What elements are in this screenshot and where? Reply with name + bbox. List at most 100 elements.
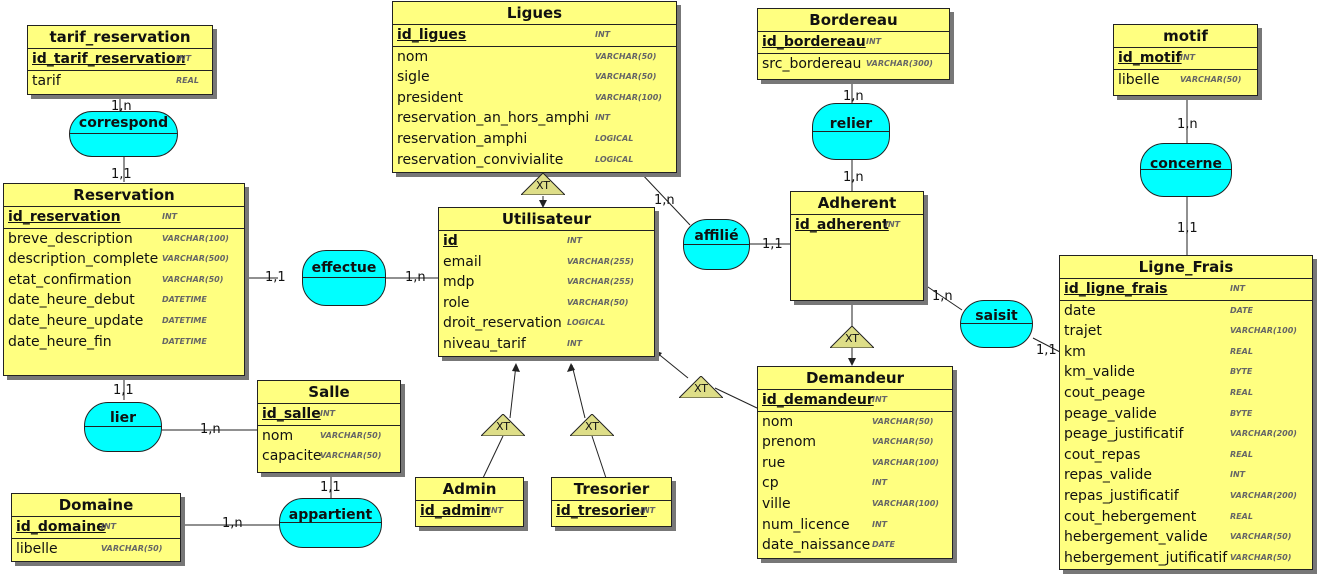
attribute-type: INT [567, 338, 583, 348]
cardinality: 1,n [654, 193, 675, 208]
attribute-type: VARCHAR(50) [595, 72, 657, 82]
attribute-type: LOGICAL [595, 154, 634, 164]
attribute-name: id_ligues [397, 27, 467, 43]
attribute-name: libelle [1118, 71, 1160, 88]
attribute-type: LOGICAL [595, 133, 634, 143]
attribute-name: capacite [262, 448, 322, 465]
xt-adherent-triangle: XT [828, 325, 876, 349]
relation-correspond[interactable]: correspond [69, 111, 178, 157]
cardinality: 1,n [843, 170, 864, 185]
attribute-type: INT [101, 522, 117, 531]
relation-label: affilié [684, 220, 749, 245]
relation-appartient[interactable]: appartient [279, 498, 382, 548]
attribute-name: src_bordereau [762, 55, 862, 72]
xt-demandeur-triangle: XT [677, 375, 725, 399]
attribute-name: etat_confirmation [8, 271, 132, 288]
attribute-type: VARCHAR(50) [1180, 74, 1242, 84]
cardinality: 1,1 [113, 383, 134, 398]
relation-concerne[interactable]: concerne [1140, 143, 1232, 197]
attribute-name: nom [397, 48, 429, 65]
attribute-name: role [443, 294, 470, 311]
attribute-name: ville [762, 495, 791, 512]
attribute-name: id_tresorier [556, 503, 647, 519]
attribute-name: id_motif [1118, 50, 1182, 66]
attribute-name: breve_description [8, 230, 133, 247]
entity-title: Demandeur [758, 367, 952, 390]
relation-affilie[interactable]: affilié [683, 219, 750, 270]
entity-title: Salle [258, 381, 400, 404]
entity-title: Reservation [4, 184, 244, 207]
attribute-row: libelle VARCHAR(50) [1114, 68, 1257, 91]
relation-effectue[interactable]: effectue [302, 250, 386, 306]
relation-label: effectue [303, 251, 385, 278]
xt-admin-triangle: XT [479, 413, 527, 437]
relation-saisit[interactable]: saisit [960, 300, 1033, 348]
attribute-type: VARCHAR(50) [162, 274, 224, 284]
xt-label: XT [693, 382, 709, 395]
entity-title: Domaine [12, 494, 180, 517]
attribute-name: date [1064, 302, 1096, 319]
attribute-type: INT [885, 220, 901, 229]
cardinality: 1,1 [1036, 343, 1057, 358]
entity-title: motif [1114, 25, 1257, 48]
xt-label: XT [535, 179, 551, 192]
attribute-name: peage_justificatif [1064, 426, 1184, 443]
attribute-name: date_heure_update [8, 312, 144, 329]
attribute-type: REAL [176, 75, 199, 85]
attribute-row: sigle VARCHAR(50) [393, 67, 676, 88]
cardinality: 1,1 [762, 237, 783, 252]
attribute-name: cp [762, 475, 779, 492]
entity-title: Admin [416, 478, 523, 501]
entity-title: Adherent [791, 192, 923, 215]
attribute-name: tarif [32, 72, 61, 89]
attribute-type: VARCHAR(50) [1230, 532, 1292, 542]
attribute-name: cout_hebergement [1064, 508, 1197, 525]
cardinality: 1,1 [265, 270, 286, 285]
attribute-name: peage_valide [1064, 405, 1157, 422]
attribute-name: cout_peage [1064, 384, 1146, 401]
cardinality: 1,n [200, 422, 221, 437]
attribute-name: hebergement_jutificatif [1064, 549, 1228, 566]
attribute-name: nom [762, 413, 794, 430]
relation-label: saisit [961, 301, 1032, 324]
attribute-name: droit_reservation [443, 315, 562, 332]
attribute-type: VARCHAR(100) [595, 92, 662, 102]
cardinality: 1,n [405, 270, 426, 285]
attribute-type: VARCHAR(50) [320, 451, 382, 461]
relation-lier[interactable]: lier [84, 402, 162, 452]
attribute-name: sigle [397, 69, 430, 86]
attribute-name: id_adherent [795, 217, 889, 233]
attribute-name: mdp [443, 274, 475, 291]
relation-relier[interactable]: relier [812, 103, 890, 160]
attribute-name: nom [262, 427, 294, 444]
